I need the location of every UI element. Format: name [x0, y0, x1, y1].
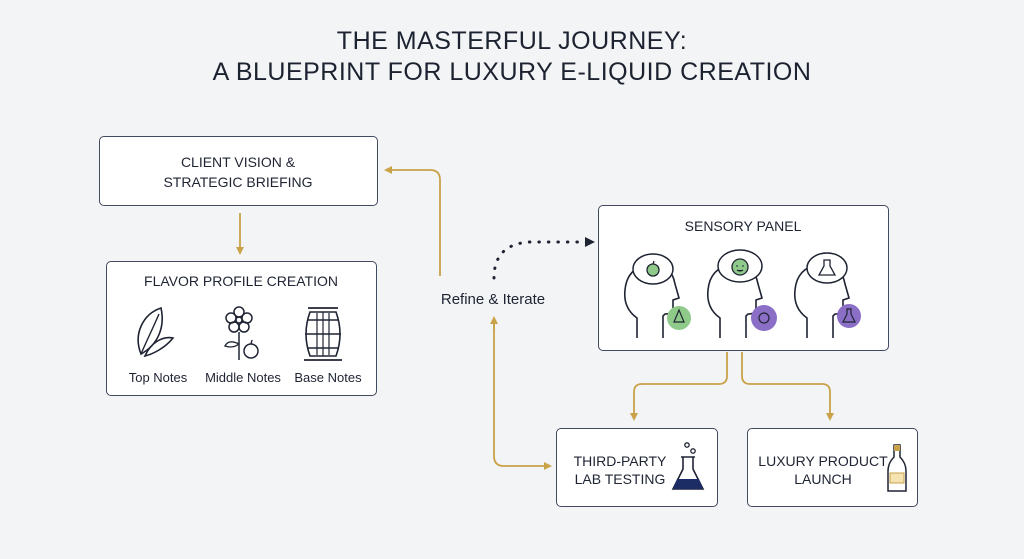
base-notes-label: Base Notes — [294, 370, 362, 385]
client-vision-line2: STRATEGIC BRIEFING — [163, 174, 313, 190]
head-flask-icon — [793, 252, 861, 338]
barrel-icon — [304, 307, 342, 361]
client-vision-line1: CLIENT VISION & — [180, 154, 296, 170]
refine-iterate-label: Refine & Iterate — [440, 291, 546, 308]
head-apple-icon — [623, 253, 691, 338]
bottle-icon — [887, 444, 907, 492]
arrow-sensory-to-lab — [630, 352, 728, 421]
diagram-title-line1: THE MASTERFUL JOURNEY: — [336, 27, 688, 55]
diagram-title-line2: A BLUEPRINT FOR LUXURY E-LIQUID CREATION — [212, 58, 812, 86]
dotted-arrow-to-sensory — [492, 240, 590, 280]
leaf-icon — [137, 306, 175, 358]
product-launch-node: LUXURY PRODUCT LAUNCH — [747, 428, 918, 507]
product-launch-line1: LUXURY PRODUCT — [758, 453, 888, 469]
sensory-panel-title: SENSORY PANEL — [684, 218, 802, 234]
lab-testing-line1: THIRD-PARTY — [573, 453, 667, 469]
flask-icon — [671, 442, 705, 490]
lab-testing-node: THIRD-PARTY LAB TESTING — [556, 428, 718, 507]
arrow-sensory-to-launch — [741, 352, 834, 421]
head-face-icon — [706, 249, 777, 338]
arrow-refine-lab-loop — [493, 322, 552, 470]
arrow-refine-to-vision — [384, 166, 441, 276]
flavor-profile-node: FLAVOR PROFILE CREATION Top Notes Middle… — [106, 261, 377, 396]
sensory-panel-node: SENSORY PANEL — [598, 205, 889, 351]
flavor-profile-title: FLAVOR PROFILE CREATION — [144, 273, 338, 289]
lab-testing-line2: LAB TESTING — [574, 471, 666, 487]
product-launch-line2: LAUNCH — [794, 471, 852, 487]
middle-notes-label: Middle Notes — [205, 370, 281, 385]
client-vision-node: CLIENT VISION & STRATEGIC BRIEFING — [99, 136, 378, 206]
top-notes-label: Top Notes — [128, 370, 188, 385]
flower-fruit-icon — [224, 306, 259, 360]
